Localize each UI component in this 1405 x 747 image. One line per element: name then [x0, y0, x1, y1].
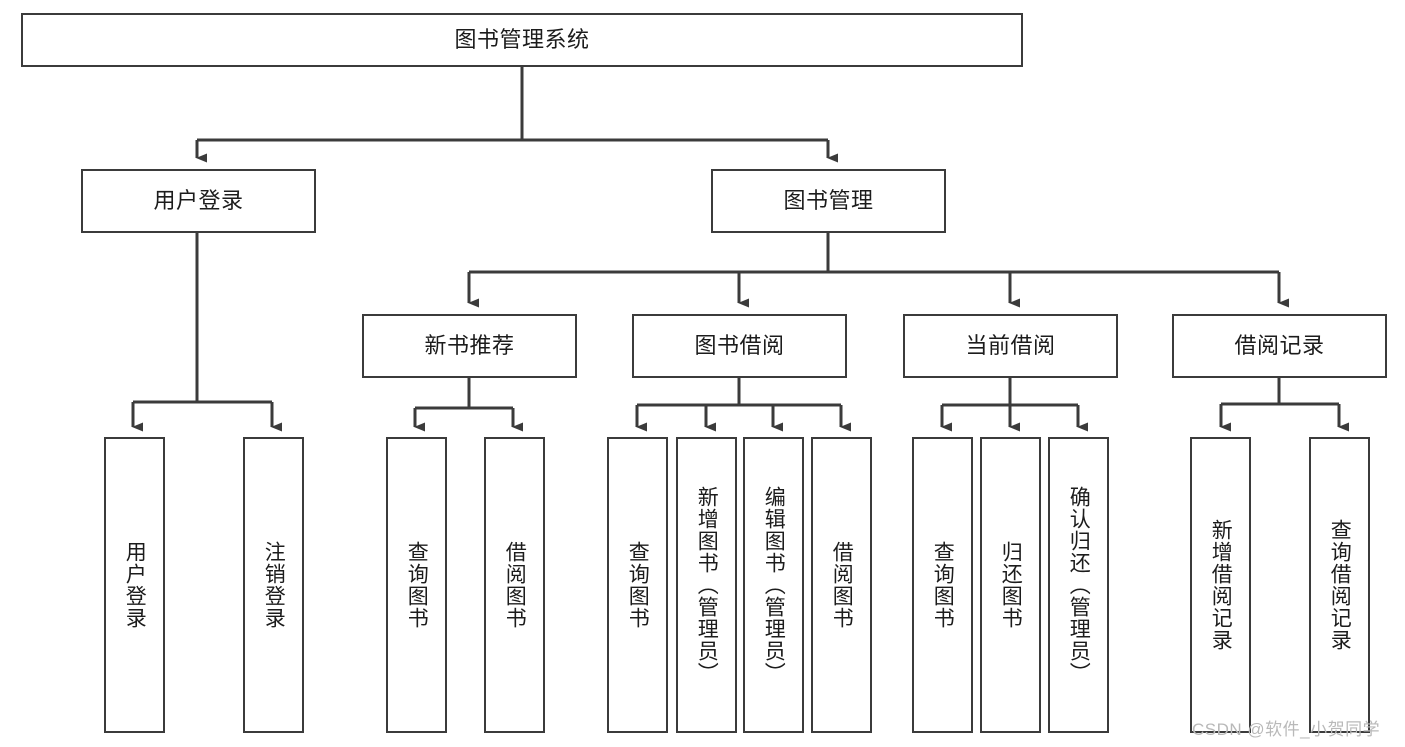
node-label: 图书管理 — [783, 188, 874, 214]
node-user-login[interactable]: 用户登录 — [81, 169, 316, 233]
node-label: 归还图书 — [999, 541, 1023, 629]
node-current-borrow[interactable]: 当前借阅 — [903, 314, 1118, 378]
leaf-book-borrow-borrow[interactable]: 借阅图书 — [811, 437, 872, 733]
node-label: 新增借阅记录 — [1209, 519, 1233, 651]
node-label: 查询图书 — [626, 541, 650, 629]
leaf-borrow-record-add[interactable]: 新增借阅记录 — [1190, 437, 1251, 733]
node-label: 用户登录 — [123, 541, 147, 629]
leaf-current-borrow-return[interactable]: 归还图书 — [980, 437, 1041, 733]
node-label: 借阅图书 — [830, 541, 854, 629]
node-label: 图书管理系统 — [454, 27, 590, 53]
node-label: 当前借阅 — [965, 333, 1056, 359]
leaf-new-book-borrow[interactable]: 借阅图书 — [484, 437, 545, 733]
leaf-borrow-record-query[interactable]: 查询借阅记录 — [1309, 437, 1370, 733]
leaf-book-borrow-add[interactable]: 新增图书（管理员） — [676, 437, 737, 733]
node-label: 编辑图书（管理员） — [762, 486, 786, 684]
node-label: 注销登录 — [262, 541, 286, 629]
node-borrow-record[interactable]: 借阅记录 — [1172, 314, 1387, 378]
node-label: 查询图书 — [405, 541, 429, 629]
leaf-current-borrow-query[interactable]: 查询图书 — [912, 437, 973, 733]
leaf-user-login-logout[interactable]: 注销登录 — [243, 437, 304, 733]
node-book-management[interactable]: 图书管理 — [711, 169, 946, 233]
node-new-book-recommend[interactable]: 新书推荐 — [362, 314, 577, 378]
watermark-text: CSDN @软件_小贺同学 — [1192, 720, 1381, 739]
node-label: 用户登录 — [153, 188, 244, 214]
leaf-book-borrow-edit[interactable]: 编辑图书（管理员） — [743, 437, 804, 733]
node-label: 新书推荐 — [424, 333, 515, 359]
leaf-current-borrow-confirm-return[interactable]: 确认归还（管理员） — [1048, 437, 1109, 733]
leaf-book-borrow-query[interactable]: 查询图书 — [607, 437, 668, 733]
node-label: 查询图书 — [931, 541, 955, 629]
node-label: 借阅记录 — [1234, 333, 1325, 359]
node-label: 图书借阅 — [694, 333, 785, 359]
node-label: 新增图书（管理员） — [695, 486, 719, 684]
node-root-book-management-system[interactable]: 图书管理系统 — [21, 13, 1023, 67]
node-book-borrow[interactable]: 图书借阅 — [632, 314, 847, 378]
leaf-user-login-login[interactable]: 用户登录 — [104, 437, 165, 733]
node-label: 查询借阅记录 — [1328, 519, 1352, 651]
leaf-new-book-query[interactable]: 查询图书 — [386, 437, 447, 733]
node-label: 确认归还（管理员） — [1067, 486, 1091, 684]
node-label: 借阅图书 — [503, 541, 527, 629]
